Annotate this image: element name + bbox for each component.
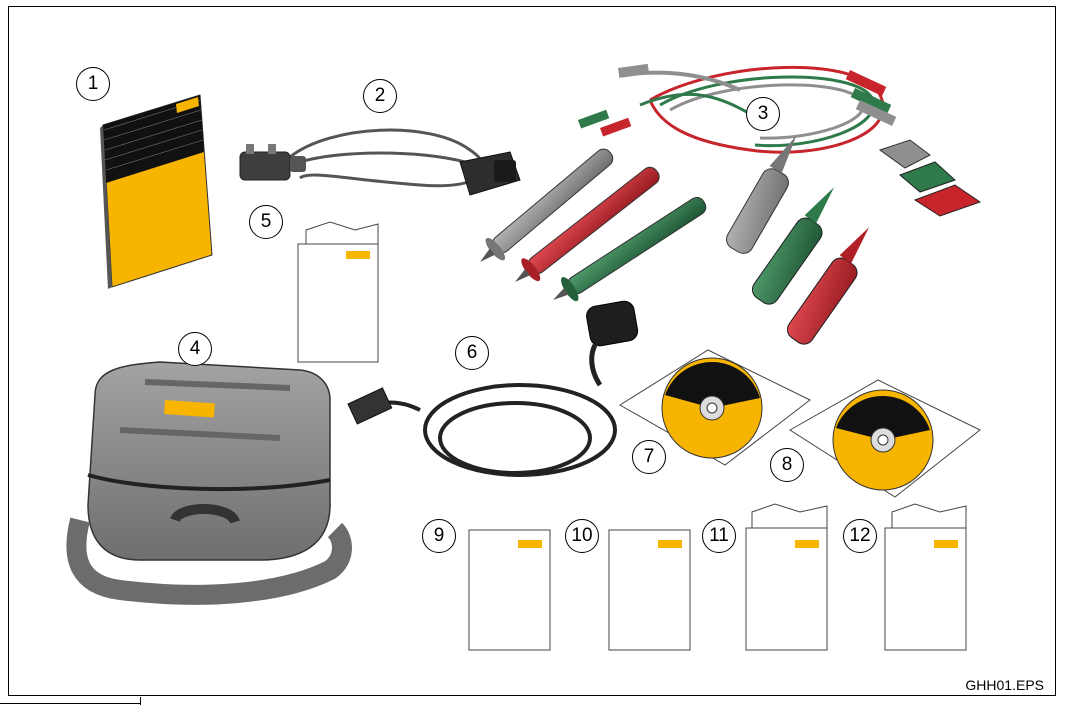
test-leads xyxy=(578,63,897,154)
leaflet-5 xyxy=(297,221,379,363)
callout-2: 2 xyxy=(363,79,397,113)
callout-10: 10 xyxy=(565,519,599,553)
callout-11: 11 xyxy=(702,519,736,553)
callout-5: 5 xyxy=(249,205,283,239)
page-edge-line xyxy=(0,703,140,704)
callout-3: 3 xyxy=(746,97,780,131)
cd-7 xyxy=(619,349,811,466)
figure-id-label: GHH01.EPS xyxy=(965,677,1044,693)
callout-12: 12 xyxy=(843,519,877,553)
document-12 xyxy=(884,503,967,651)
test-probes xyxy=(480,148,707,302)
callout-7: 7 xyxy=(632,440,666,474)
document-10 xyxy=(608,529,691,651)
manual-book xyxy=(100,94,213,289)
figure-frame xyxy=(8,6,1056,696)
callout-9: 9 xyxy=(422,519,456,553)
cd-8 xyxy=(789,379,981,498)
usb-cable xyxy=(347,300,639,477)
power-cord xyxy=(239,128,521,196)
callout-8: 8 xyxy=(770,448,804,482)
document-9 xyxy=(468,529,551,651)
alligator-clips xyxy=(726,135,982,345)
callout-4: 4 xyxy=(178,332,212,366)
carrying-case xyxy=(66,361,352,605)
document-11 xyxy=(745,503,828,651)
page-edge-tick xyxy=(140,697,141,705)
callout-1: 1 xyxy=(76,67,110,101)
callout-6: 6 xyxy=(455,336,489,370)
